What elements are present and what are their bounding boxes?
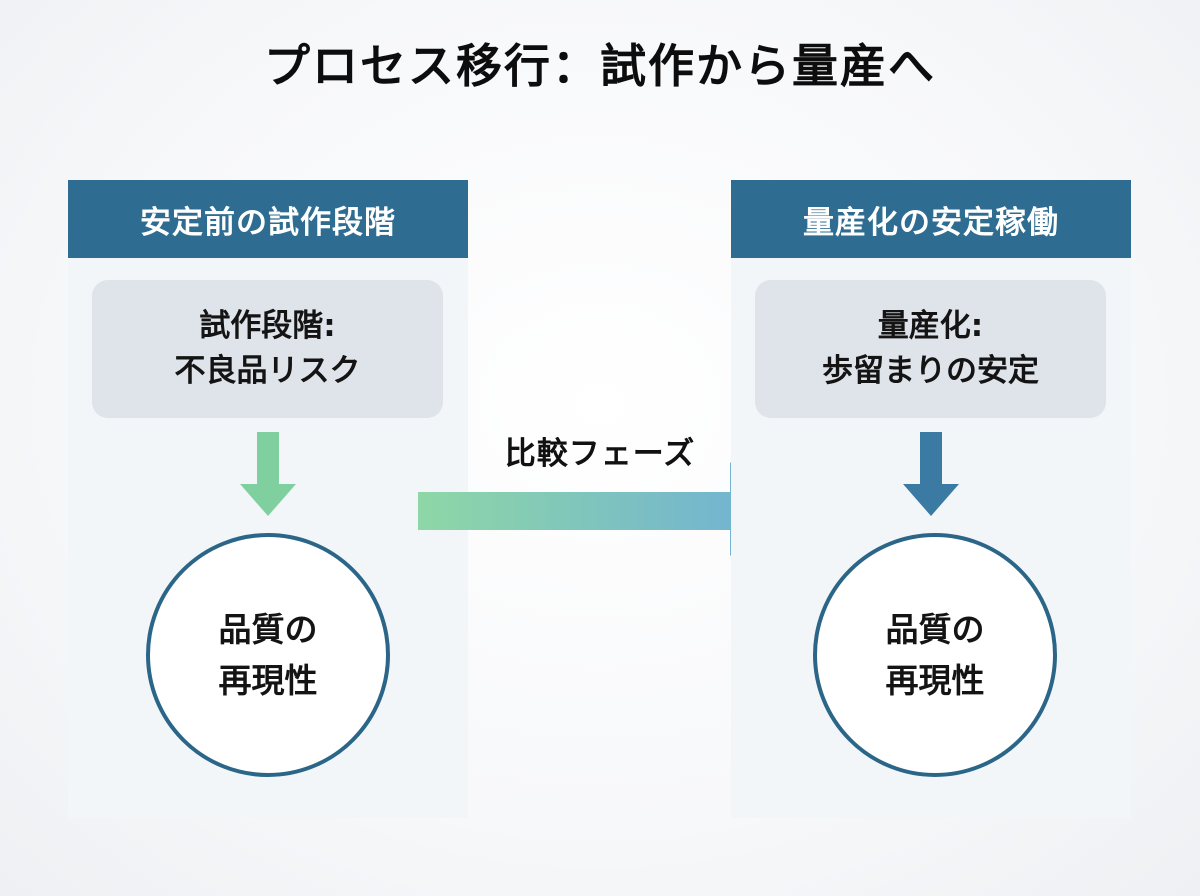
mass-production-down-arrow-icon <box>903 432 959 516</box>
mass-production-panel: 量産化の安定稼働 量産化: 歩留まりの安定 品質の 再現性 <box>731 180 1131 818</box>
yield-stability-line2: 歩留まりの安定 <box>822 353 1039 389</box>
yield-stability-box: 量産化: 歩留まりの安定 <box>755 280 1106 418</box>
mass-production-quality-line1: 品質の <box>885 609 985 649</box>
compare-phase-label: 比較フェーズ <box>504 436 696 472</box>
prototype-stage-header: 安定前の試作段階 <box>68 180 468 258</box>
prototype-risk-line1: 試作段階: <box>199 308 336 345</box>
compare-arrow-icon <box>418 462 780 556</box>
prototype-quality-line1: 品質の <box>218 609 318 649</box>
prototype-quality-line2: 再現性 <box>218 661 318 700</box>
prototype-down-arrow-icon <box>240 432 296 516</box>
mass-production-quality-circle: 品質の 再現性 <box>813 533 1057 777</box>
yield-stability-line1: 量産化: <box>877 308 984 345</box>
prototype-quality-circle: 品質の 再現性 <box>146 533 390 777</box>
diagram-title: プロセス移行：試作から量産へ <box>264 39 936 93</box>
prototype-risk-box: 試作段階: 不良品リスク <box>92 280 443 418</box>
mass-production-quality-line2: 再現性 <box>885 661 985 700</box>
prototype-stage-panel: 安定前の試作段階 試作段階: 不良品リスク 品質の 再現性 <box>68 180 468 818</box>
prototype-risk-line2: 不良品リスク <box>174 353 361 389</box>
mass-production-header: 量産化の安定稼働 <box>731 180 1131 258</box>
